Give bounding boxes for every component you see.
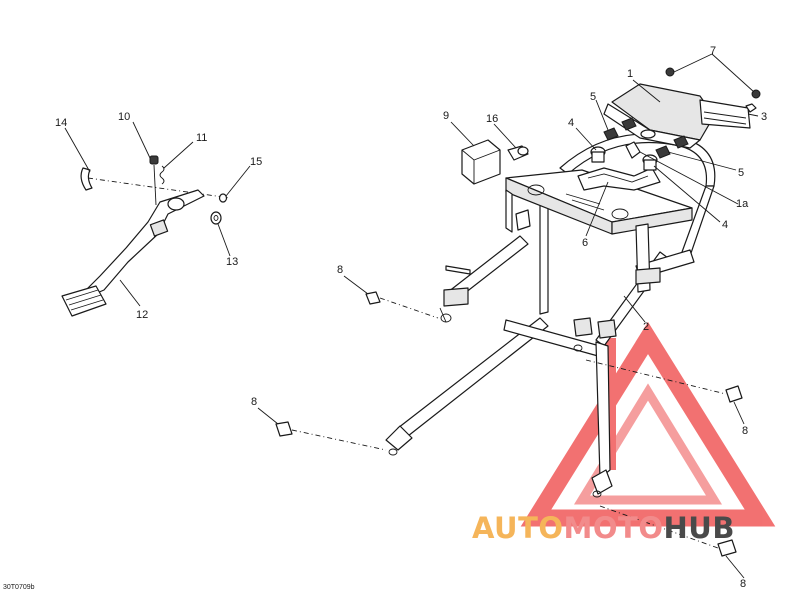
callout-5-top: 5 <box>590 91 596 103</box>
rear-frame-part-2 <box>385 133 716 498</box>
watermark-auto: AUTO <box>472 511 564 545</box>
callout-15: 15 <box>250 156 262 168</box>
callout-12: 12 <box>136 309 148 321</box>
taillight-housing-part-1 <box>603 83 715 149</box>
washer-part-13 <box>210 211 222 225</box>
callout-8-d: 8 <box>740 578 746 590</box>
callout-4-top: 4 <box>568 117 574 129</box>
callout-9: 9 <box>443 110 449 122</box>
watermark-logo <box>520 321 776 527</box>
callout-14: 14 <box>55 117 67 129</box>
callout-11: 11 <box>196 132 207 144</box>
callout-5-right: 5 <box>738 167 744 179</box>
callout-8-a: 8 <box>337 264 343 276</box>
callout-3: 3 <box>761 111 767 123</box>
spring-part-11 <box>159 165 165 185</box>
brake-pedal-part-12 <box>85 189 205 297</box>
callout-8-b: 8 <box>251 396 257 408</box>
bolt-part-16 <box>507 145 529 161</box>
svg-text:AUTOMOTOHUB: AUTOMOTOHUB <box>472 511 735 545</box>
retainer-part-6 <box>577 167 661 191</box>
nuts-part-5 <box>603 117 689 159</box>
callout-10: 10 <box>118 111 130 123</box>
brake-pedal-assembly <box>61 155 231 317</box>
circlip-part-14 <box>80 167 93 191</box>
callout-numbers: 1 1a 2 3 4 4 5 5 6 7 8 8 8 8 9 10 11 12 … <box>55 45 767 590</box>
callout-6: 6 <box>582 237 588 249</box>
reflector-part-3 <box>699 99 757 129</box>
pedal-pad <box>61 285 107 317</box>
callout-13: 13 <box>226 256 238 268</box>
callout-16: 16 <box>486 113 498 125</box>
callout-1a: 1a <box>736 198 749 210</box>
drawing-code: 30T0709b <box>3 584 35 591</box>
callout-2: 2 <box>643 321 649 333</box>
callout-8-c: 8 <box>742 425 748 437</box>
callout-1: 1 <box>627 68 633 80</box>
bracket-part-9 <box>461 139 501 185</box>
callout-leader-lines <box>64 53 759 579</box>
watermark-moto: MOTO <box>564 511 664 545</box>
bulb-part-1a <box>625 141 641 159</box>
spring-part-10 <box>149 155 159 206</box>
grommets-part-4 <box>590 146 658 171</box>
watermark-hub: HUB <box>664 511 735 545</box>
callout-7: 7 <box>710 45 716 57</box>
bolts-part-8 <box>275 291 743 557</box>
watermark-text: AUTOMOTOHUB <box>472 511 735 545</box>
nut-part-15 <box>218 193 228 203</box>
callout-4-right: 4 <box>722 219 728 231</box>
